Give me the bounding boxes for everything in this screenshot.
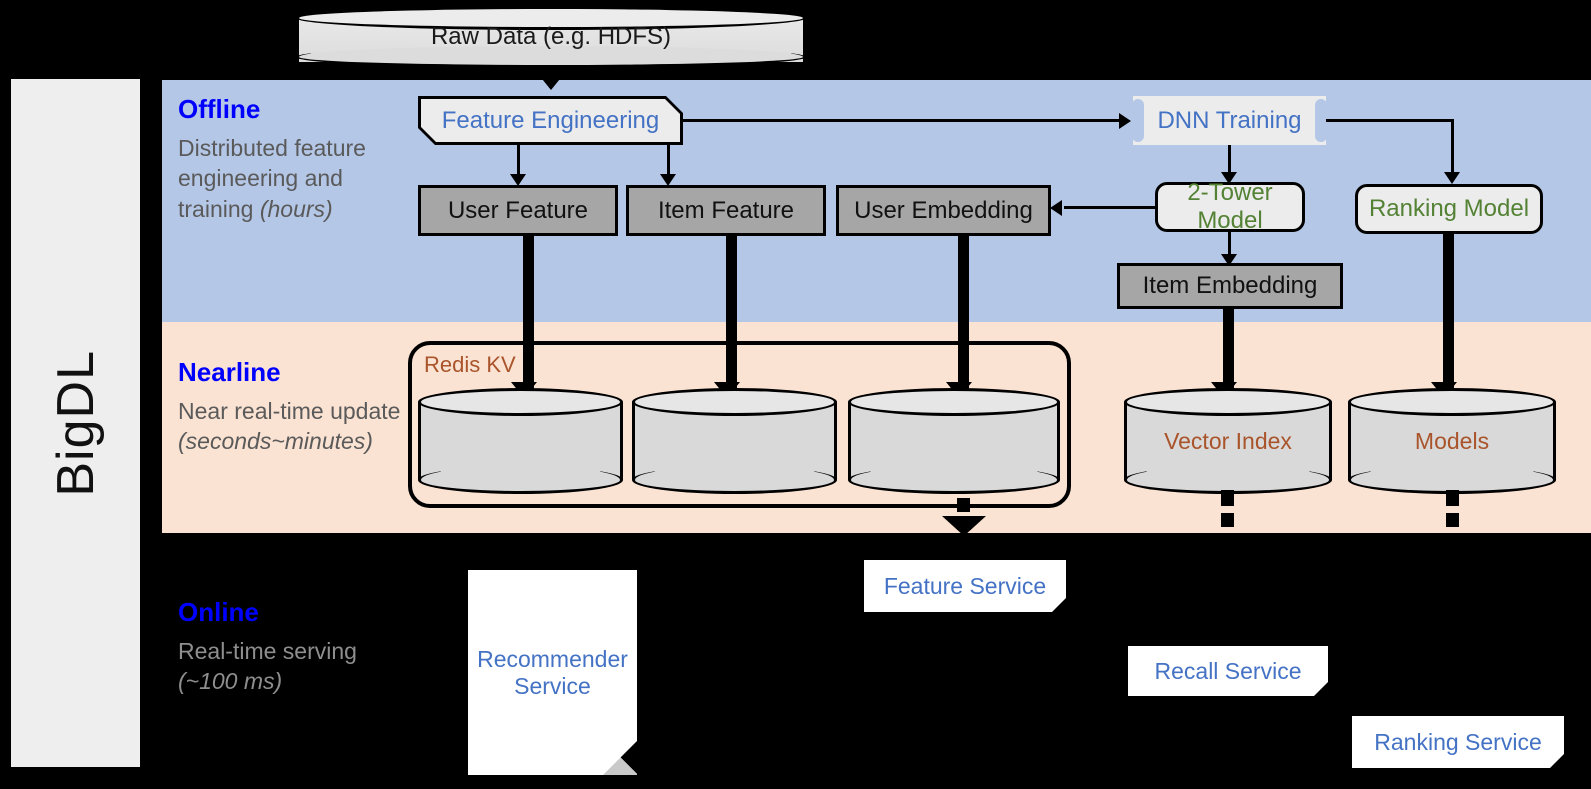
nearline-desc-text: Near real-time update <box>178 397 401 424</box>
cylinder-top <box>1348 388 1556 416</box>
db-vector-index[interactable]: Vector Index <box>1124 388 1332 494</box>
db-models[interactable]: Models <box>1348 388 1556 494</box>
arrowhead-dnn-2tower <box>1221 172 1237 184</box>
offline-title: Offline <box>178 94 261 124</box>
user-embedding-label: User Embedding <box>854 196 1033 224</box>
cylinder-bottom <box>848 466 1060 494</box>
arrowhead-rawdata-fe <box>538 74 564 90</box>
pipe-user-feature <box>523 236 534 395</box>
nearline-desc: Near real-time update (seconds~minutes) <box>178 396 413 457</box>
recommender-service-label: Recommender Service <box>477 645 628 699</box>
node-feature-engineering[interactable]: Feature Engineering <box>418 96 683 145</box>
db-user-embedding-label <box>848 388 1060 494</box>
arrowhead-fe-userfeature <box>510 174 526 186</box>
raw-data-label: Raw Data (e.g. HDFS) <box>430 23 672 50</box>
raw-data-cylinder: Raw Data (e.g. HDFS) <box>296 6 806 68</box>
item-feature-label: Item Feature <box>657 196 795 224</box>
db-user-feature-store[interactable] <box>418 388 623 494</box>
arrowhead-feature-service <box>942 516 986 536</box>
nearline-desc-em: (seconds~minutes) <box>178 428 373 455</box>
connector-2tower-userembedding <box>1064 206 1157 209</box>
node-ranking-model[interactable]: Ranking Model <box>1355 184 1543 234</box>
offline-caption: Offline Distributed feature engineering … <box>178 95 393 224</box>
offline-desc: Distributed feature engineering and trai… <box>178 133 393 225</box>
online-caption: Online Real-time serving (~100 ms) <box>178 598 393 697</box>
feature-engineering-label: Feature Engineering <box>441 106 660 134</box>
node-user-embedding[interactable]: User Embedding <box>836 185 1051 236</box>
arrowhead-2tower-userembedding <box>1050 200 1062 216</box>
dash-vector-index-2 <box>1221 513 1234 527</box>
dash-vector-index-1 <box>1221 490 1234 506</box>
connector-dnn-ranking-v <box>1451 119 1454 177</box>
sidebar-label: BigDL <box>46 349 105 497</box>
cylinder-top <box>1124 388 1332 416</box>
vector-index-label: Vector Index <box>1164 427 1292 454</box>
dash-models-2 <box>1446 513 1459 527</box>
ranking-model-label: Ranking Model <box>1368 195 1530 222</box>
dash-feature-service-1 <box>957 498 970 512</box>
connector-dnn-2tower <box>1228 145 1231 177</box>
node-feature-service[interactable]: Feature Service <box>864 560 1066 612</box>
recall-service-label: Recall Service <box>1154 657 1302 684</box>
node-dnn-training[interactable]: DNN Training <box>1133 96 1326 145</box>
connector-fe-dnn <box>683 119 1121 122</box>
offline-desc-text: Distributed feature engineering and trai… <box>178 134 366 222</box>
cylinder-bottom <box>296 46 806 68</box>
cylinder-bottom <box>632 466 837 494</box>
arrowhead-fe-dnn <box>1119 113 1131 129</box>
db-user-feature-label <box>418 388 623 494</box>
cylinder-top <box>848 388 1060 416</box>
db-item-feature-store[interactable] <box>632 388 837 494</box>
user-feature-label: User Feature <box>447 196 589 224</box>
pipe-item-feature <box>726 236 737 395</box>
item-embedding-label: Item Embedding <box>1142 272 1318 299</box>
two-tower-model-label: 2-Tower Model <box>1187 179 1273 234</box>
node-ranking-service[interactable]: Ranking Service <box>1352 716 1564 768</box>
dash-models-1 <box>1446 490 1459 506</box>
cylinder-top <box>632 388 837 416</box>
connector-fe-itemfeature <box>667 145 670 178</box>
online-desc-em: (~100 ms) <box>178 668 283 695</box>
arrowhead-dnn-ranking <box>1444 172 1460 184</box>
offline-desc-em: (hours) <box>259 195 333 222</box>
online-desc-text: Real-time serving <box>178 637 357 664</box>
node-recall-service[interactable]: Recall Service <box>1128 646 1328 696</box>
online-title: Online <box>178 597 259 627</box>
cylinder-bottom <box>418 466 623 494</box>
cylinder-top <box>296 6 806 30</box>
db-item-feature-label <box>632 388 837 494</box>
node-item-embedding[interactable]: Item Embedding <box>1117 263 1343 309</box>
redis-kv-label: Redis KV <box>424 352 516 377</box>
pipe-user-embedding <box>958 236 969 395</box>
arrowhead-fe-itemfeature <box>660 174 676 186</box>
sidebar-bigdl: BigDL <box>8 76 143 770</box>
cylinder-top <box>418 388 623 416</box>
redis-kv-container <box>408 341 1071 508</box>
connector-fe-userfeature <box>517 145 520 178</box>
node-recommender-service[interactable]: Recommender Service <box>468 570 637 775</box>
node-2-tower-model[interactable]: 2-Tower Model <box>1155 179 1305 234</box>
nearline-title: Nearline <box>178 357 281 387</box>
nearline-caption: Nearline Near real-time update (seconds~… <box>178 358 413 457</box>
node-user-feature[interactable]: User Feature <box>418 185 618 236</box>
online-desc: Real-time serving (~100 ms) <box>178 636 393 697</box>
pipe-item-embedding <box>1223 309 1234 395</box>
node-item-feature[interactable]: Item Feature <box>626 185 826 236</box>
dnn-training-label: DNN Training <box>1157 106 1302 134</box>
db-user-embedding-store[interactable] <box>848 388 1060 494</box>
connector-2tower-itemembedding <box>1228 232 1231 260</box>
models-label: Models <box>1414 427 1490 454</box>
ranking-service-label: Ranking Service <box>1374 728 1542 755</box>
feature-service-label: Feature Service <box>883 572 1047 599</box>
connector-dnn-ranking-h <box>1326 119 1454 122</box>
pipe-ranking-model <box>1443 234 1454 395</box>
